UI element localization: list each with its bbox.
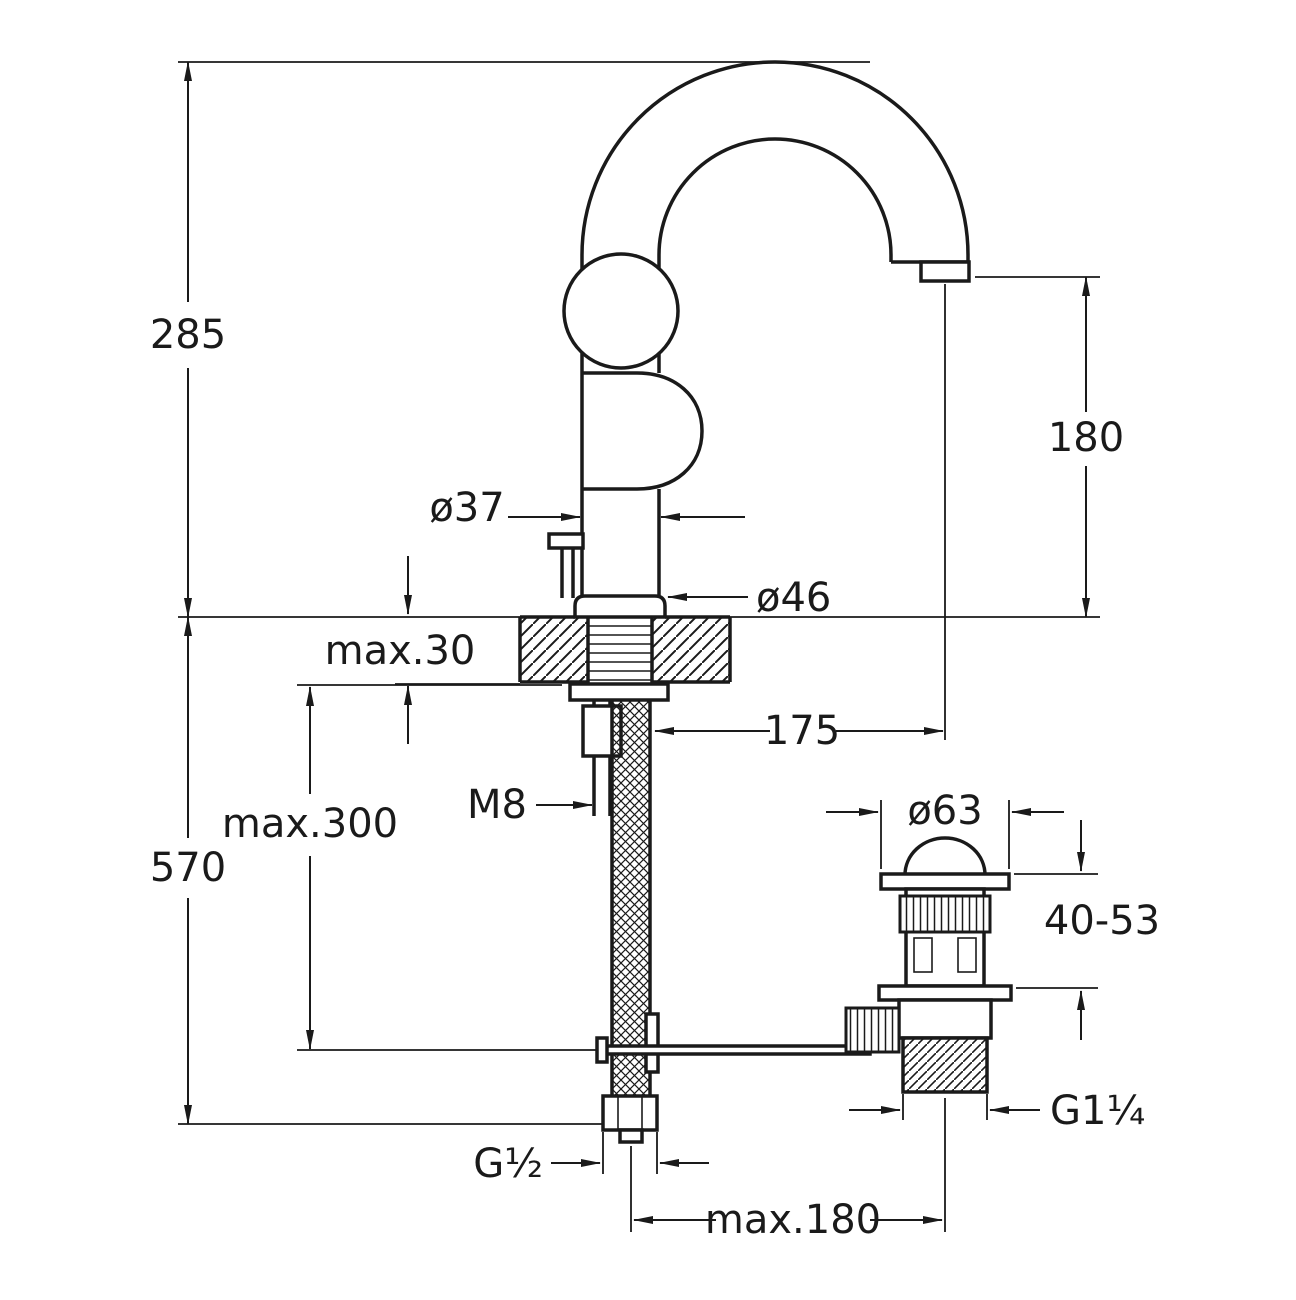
waste-slot-left [913,937,933,973]
dim-m8: M8 [467,782,593,828]
mounting-nut-plate [568,682,670,702]
deck-hatch-right [653,618,729,681]
waste-top-flange [879,872,1011,891]
dim-max30-label: max.30 [325,628,476,674]
dim-max180: max.180 [630,1098,946,1243]
countertop [518,615,732,684]
dim-max300-label: max.300 [222,801,398,847]
waste-threaded-outlet [901,1036,989,1094]
dim-max30: max.30 [325,556,520,744]
horizontal-rod [604,1044,872,1056]
dim-175-label: 175 [764,708,840,754]
dim-570-label: 570 [150,845,226,891]
dim-g12-label: G½ [473,1141,543,1187]
spout-aerator [919,260,971,283]
dim-dia37: ø37 [429,485,745,531]
spout-outer-arc [580,60,970,256]
vertical-rod-joint [644,1012,660,1074]
waste-dome-cap [903,836,987,877]
supply-nut [601,1094,659,1132]
dim-285-label: 285 [150,312,226,358]
lever-handle [582,371,704,491]
spout-inner-arc [657,137,893,256]
dim-dia37-label: ø37 [429,485,504,531]
dim-max300: max.300 [222,684,597,1051]
supply-stub [618,1128,644,1144]
waste-knurled-nut [898,894,992,934]
dim-dia46: ø46 [667,575,831,621]
flex-hose-braid [612,700,650,1096]
dim-180: 180 [975,276,1124,618]
drain-assembly [844,836,1013,1094]
dim-max180-label: max.180 [705,1197,881,1243]
shank-threads [589,625,651,681]
dim-g12: G½ [473,1132,709,1187]
dim-dia63-label: ø63 [907,788,982,834]
dim-40-53: 40-53 [1014,820,1160,1040]
waste-slot-right [957,937,977,973]
spout-arc [580,60,971,283]
dim-180-label: 180 [1048,415,1124,461]
dim-570: 570 [150,616,604,1125]
under-counter-parts [568,617,670,1144]
dim-285: 285 [150,61,870,618]
dim-g1-14-label: G1¼ [1050,1088,1145,1134]
dim-m8-label: M8 [467,782,527,828]
rod-clevis [595,1036,609,1064]
dim-175: 175 [654,708,944,754]
dim-dia46-label: ø46 [756,575,831,621]
rod-knurled-knob [844,1006,901,1054]
waste-lower-body [897,998,993,1040]
dim-40-53-label: 40-53 [1044,898,1160,944]
faucet-body [547,252,704,619]
dim-dia63: ø63 [826,788,1064,869]
lift-rod-knob [547,532,585,550]
dimension-annotations: 285 570 180 ø37 ø46 [150,61,1160,1243]
dim-g1-14: G1¼ [849,1088,1145,1134]
handle-knob [562,252,680,370]
faucet [547,60,971,619]
deck-hatch-left [521,618,587,681]
base-flange [573,594,667,619]
waste-lower-flange [877,984,1013,1002]
